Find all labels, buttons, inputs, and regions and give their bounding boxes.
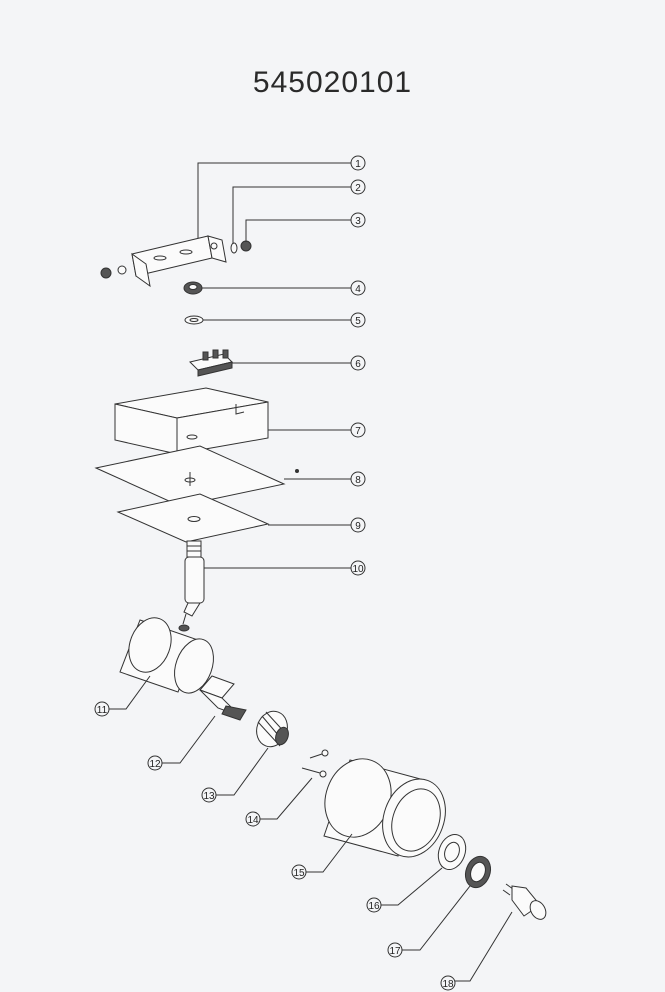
part-canopy-box (114, 387, 269, 455)
svg-text:6: 6 (355, 359, 361, 370)
callout-8: 8 (350, 471, 366, 487)
part-bracket-nut (100, 265, 127, 279)
callout-10: 10 (350, 560, 366, 576)
part-star-washer (184, 315, 204, 325)
model-number-title: 545020101 (252, 66, 413, 99)
part-lamp-socket (256, 710, 289, 748)
svg-text:7: 7 (355, 426, 361, 437)
callout-16: 16 (366, 897, 382, 913)
callout-3: 3 (350, 212, 366, 228)
part-cylinder-body (119, 617, 214, 694)
callout-1: 1 (350, 155, 366, 171)
callout-4: 4 (350, 280, 366, 296)
part-swivel-arm (182, 540, 205, 625)
part-mounting-plate (94, 445, 299, 507)
svg-text:16: 16 (368, 901, 380, 912)
callout-6: 6 (350, 355, 366, 371)
callout-12: 12 (147, 755, 163, 771)
callout-2: 2 (350, 179, 366, 195)
svg-text:11: 11 (97, 705, 108, 716)
svg-text:13: 13 (203, 791, 215, 802)
svg-text:14: 14 (247, 815, 259, 826)
svg-text:5: 5 (355, 316, 361, 327)
svg-text:15: 15 (293, 868, 305, 879)
svg-text:1: 1 (355, 159, 361, 170)
svg-text:8: 8 (355, 475, 361, 486)
svg-text:4: 4 (355, 284, 361, 295)
part-ring-washer (437, 834, 467, 870)
svg-text:12: 12 (149, 759, 161, 770)
callout-13: 13 (201, 787, 217, 803)
part-screw (240, 240, 252, 252)
svg-text:10: 10 (352, 564, 364, 575)
part-shade-cylinder (323, 758, 446, 858)
callout-5: 5 (350, 312, 366, 328)
callout-17: 17 (387, 942, 403, 958)
part-mounting-bracket (131, 235, 227, 288)
callout-7: 7 (350, 422, 366, 438)
part-bracket-clip (199, 675, 247, 721)
callout-14: 14 (245, 811, 261, 827)
callout-15: 15 (291, 864, 307, 880)
callout-11: 11 (94, 701, 110, 717)
part-retaining-ring (464, 855, 492, 889)
svg-text:18: 18 (442, 979, 454, 990)
part-bulb (502, 883, 547, 920)
callout-18: 18 (440, 975, 456, 991)
callout-9: 9 (350, 517, 366, 533)
part-terminal-block (189, 349, 233, 377)
svg-text:17: 17 (389, 946, 401, 957)
svg-text:2: 2 (355, 183, 361, 194)
part-hex-nut (183, 281, 203, 295)
svg-text:9: 9 (355, 521, 361, 532)
part-screws-pair (301, 749, 329, 778)
svg-text:3: 3 (355, 216, 361, 227)
part-washer-small (230, 242, 238, 254)
leader-lines (109, 162, 513, 982)
part-cover-plate (116, 493, 270, 543)
